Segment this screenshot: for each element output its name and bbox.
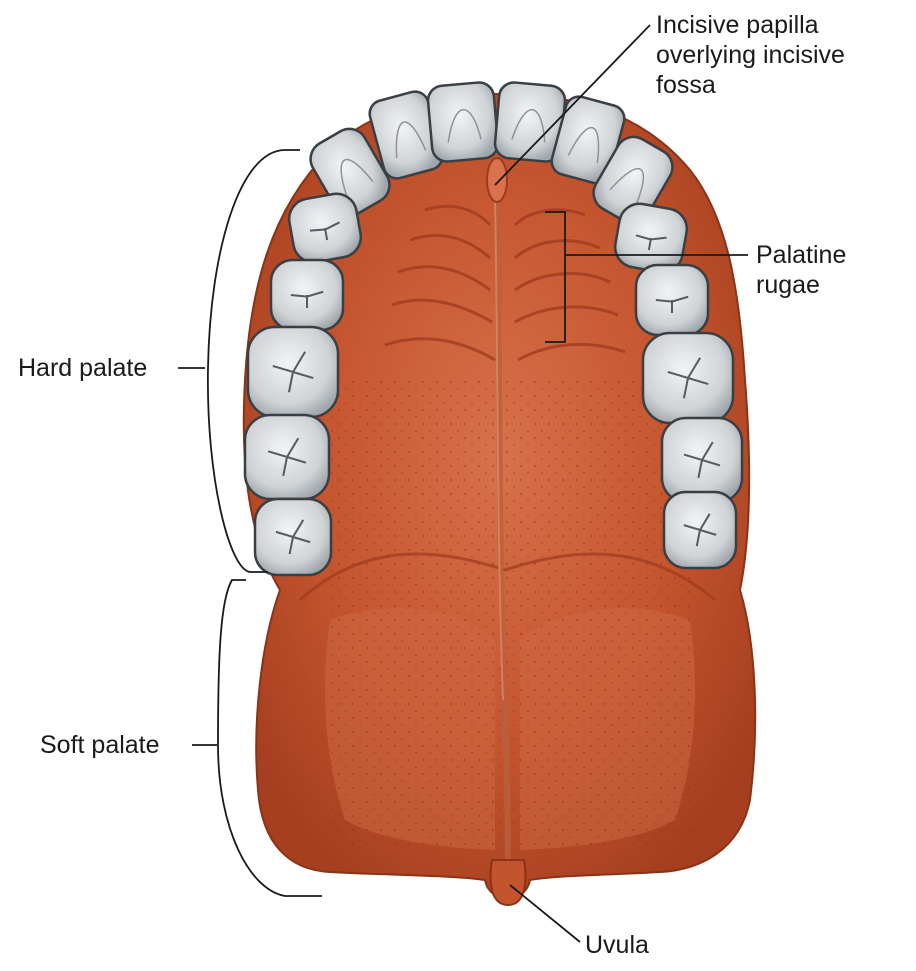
uvula-leader [510, 885, 580, 942]
incisive-papilla [487, 158, 507, 202]
premolar-tooth [636, 265, 708, 335]
molar-tooth [664, 492, 736, 568]
molar-tooth [245, 415, 329, 499]
incisive-papilla-line-1: Incisive papilla [656, 10, 845, 40]
premolar-tooth [271, 260, 343, 330]
incisive-papilla-label: Incisive papilla overlying incisive foss… [656, 10, 845, 100]
stipple-texture [330, 380, 690, 850]
incisive-papilla-line-3: fossa [656, 70, 845, 100]
hard-palate-label: Hard palate [18, 353, 147, 383]
palatine-rugae-label: Palatine rugae [756, 240, 846, 300]
incisor-tooth [427, 81, 499, 162]
palatine-rugae-line-2: rugae [756, 270, 846, 300]
incisive-papilla-line-2: overlying incisive [656, 40, 845, 70]
soft-palate-label: Soft palate [40, 730, 160, 760]
uvula [491, 860, 526, 905]
palatine-rugae-line-1: Palatine [756, 240, 846, 270]
molar-tooth [662, 418, 742, 502]
uvula-label: Uvula [585, 930, 649, 960]
premolar-tooth [286, 191, 364, 266]
molar-tooth [248, 327, 338, 417]
molar-tooth [643, 333, 733, 423]
molar-tooth [255, 499, 331, 575]
